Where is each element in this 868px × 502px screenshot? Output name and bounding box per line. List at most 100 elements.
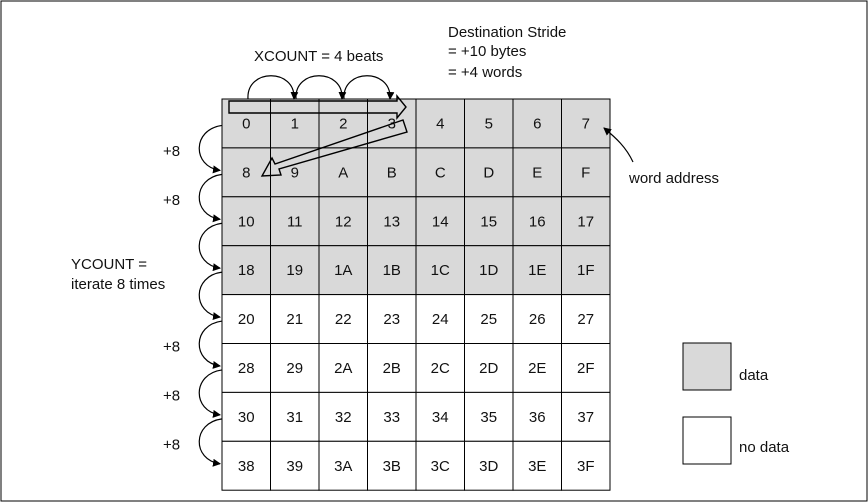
word-address-value: 2F — [577, 360, 595, 377]
stride-increment-label: +8 — [163, 387, 180, 404]
word-address-value: 8 — [242, 164, 250, 181]
stride-return-arrow — [260, 119, 408, 177]
grid-cell — [367, 343, 417, 393]
grid-cell — [221, 343, 271, 393]
grid-cell — [464, 440, 514, 491]
stride-increment-label: +8 — [163, 436, 180, 453]
grid-cell — [561, 98, 611, 149]
grid-cell — [270, 196, 320, 247]
word-address-value: 3D — [479, 458, 498, 475]
word-address-value: 3F — [577, 458, 595, 475]
word-address-value: 3E — [528, 458, 546, 475]
grid-cell — [270, 343, 320, 393]
word-address-value: 38 — [238, 458, 255, 475]
word-address-value: 2A — [334, 360, 352, 377]
xcount-loop-arrows — [247, 75, 395, 100]
grid-cell — [221, 294, 271, 345]
grid-cell — [561, 440, 611, 491]
grid-cell — [221, 245, 271, 296]
word-address-value: 28 — [238, 360, 255, 377]
grid-cell — [318, 245, 368, 296]
ycount-loop-arrows: +8+8+8+8+8 — [163, 124, 223, 467]
stride-increment-label: +8 — [163, 143, 180, 160]
grid-cell — [561, 294, 611, 345]
legend-nodata-swatch — [682, 416, 732, 465]
word-address-value: A — [338, 164, 348, 181]
grid-cell — [415, 391, 465, 442]
grid-cell — [512, 147, 562, 198]
word-address-value: 15 — [480, 213, 497, 230]
word-address-value: 17 — [577, 213, 594, 230]
word-address-value: 16 — [529, 213, 546, 230]
grid-cell — [318, 391, 368, 442]
word-address-value: 11 — [287, 213, 303, 230]
word-address-value: 23 — [383, 311, 400, 328]
legend: data no data — [682, 342, 790, 465]
grid-cell — [415, 294, 465, 345]
word-address-value: 2D — [479, 360, 498, 377]
word-address-value: 1A — [334, 262, 352, 279]
grid-cell — [512, 245, 562, 296]
grid-cell — [512, 294, 562, 345]
ycount-loop-arrow — [198, 222, 223, 272]
word-address-value: 1C — [431, 262, 450, 279]
grid-cell — [512, 391, 562, 442]
legend-nodata-label: no data — [739, 439, 790, 456]
word-address-label: word address — [628, 170, 719, 187]
grid-cell — [318, 196, 368, 247]
grid-cell — [367, 294, 417, 345]
word-address-value: 36 — [529, 409, 546, 426]
ycount-loop-arrow — [198, 369, 223, 418]
word-address-value: 21 — [286, 311, 303, 328]
word-address-value: 1 — [291, 115, 299, 132]
word-address-value: 39 — [286, 458, 303, 475]
grid-cell — [561, 245, 611, 296]
stride-increment-label: +8 — [163, 339, 180, 356]
word-address-value: 3B — [383, 458, 401, 475]
legend-data-label: data — [739, 367, 769, 384]
word-address-value: B — [387, 164, 397, 181]
word-address-value: 2 — [339, 115, 347, 132]
grid-cell — [221, 147, 271, 198]
word-address-value: 0 — [242, 115, 250, 132]
grid-cell — [464, 343, 514, 393]
word-address-value: E — [532, 164, 542, 181]
word-address-value: 27 — [577, 311, 594, 328]
ycount-loop-arrow — [198, 320, 223, 369]
word-address-pointer — [603, 127, 634, 163]
grid-cell — [270, 391, 320, 442]
transfer-path-arrows — [228, 94, 408, 177]
grid-cell — [464, 196, 514, 247]
word-address-value: 31 — [286, 409, 303, 426]
word-address-value: 1F — [577, 262, 595, 279]
grid-cell — [367, 391, 417, 442]
grid-cell — [415, 98, 465, 149]
ycount-label: YCOUNT = — [71, 256, 147, 273]
word-address-value: 22 — [335, 311, 352, 328]
grid-cell — [464, 391, 514, 442]
grid-cell — [464, 98, 514, 149]
word-address-value: 14 — [432, 213, 449, 230]
xcount-forward-arrow — [228, 94, 407, 120]
stride-words-label: = +4 words — [448, 64, 522, 81]
grid-cell — [464, 294, 514, 345]
word-address-value: 3A — [334, 458, 352, 475]
ycount-loop-arrow — [198, 173, 223, 223]
word-address-value: 5 — [485, 115, 493, 132]
grid-cell — [561, 196, 611, 247]
grid-cell — [512, 440, 562, 491]
grid-cell — [318, 343, 368, 393]
word-address-value: 7 — [582, 115, 590, 132]
word-address-value: 2B — [383, 360, 401, 377]
word-address-value: 1D — [479, 262, 498, 279]
word-address-value: 20 — [238, 311, 255, 328]
word-address-value: 34 — [432, 409, 449, 426]
word-address-value: C — [435, 164, 446, 181]
ycount-loop-arrow — [198, 124, 223, 174]
grid-cell — [367, 147, 417, 198]
word-address-value: 30 — [238, 409, 255, 426]
word-address-value: 2C — [431, 360, 450, 377]
